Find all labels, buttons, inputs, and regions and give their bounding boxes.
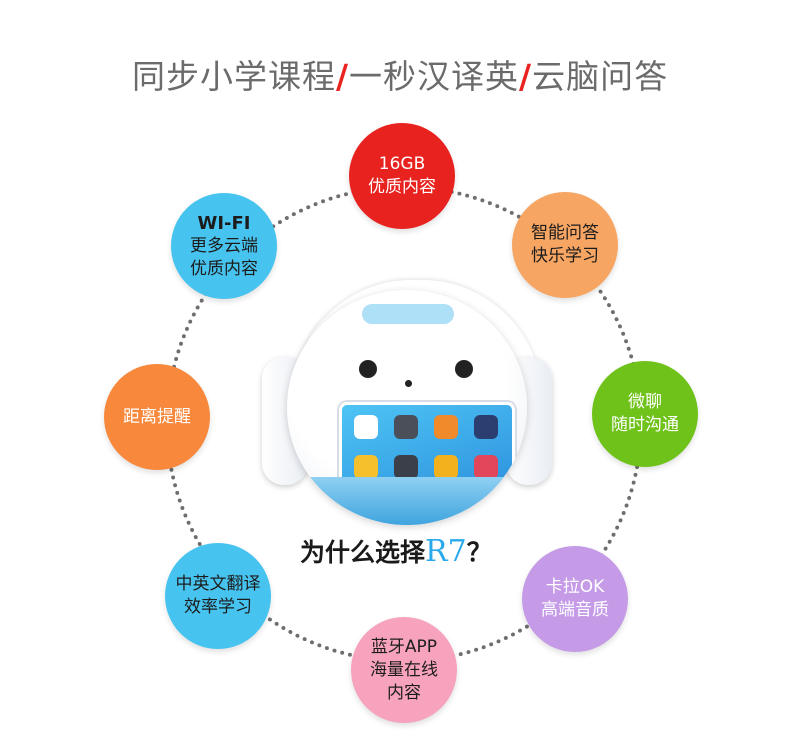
title-part-1: 同步小学课程 — [131, 57, 336, 96]
feature-wechat-line1: 微聊 — [628, 392, 662, 412]
right-eye — [455, 360, 473, 378]
feature-storage-line2: 优质内容 — [368, 177, 436, 197]
feature-karaoke-line2: 高端音质 — [541, 600, 609, 620]
feature-wifi-line2: 更多云端 — [190, 235, 258, 256]
feature-qa-line2: 快乐学习 — [531, 246, 599, 266]
robot-tablet-image — [262, 262, 552, 532]
title-part-2: 一秒汉译英 — [349, 57, 519, 96]
app-icon — [434, 415, 458, 439]
feature-bluetooth-line1: 蓝牙APP — [370, 636, 438, 657]
feature-bluetooth-line2: 海量在线 — [370, 659, 438, 680]
feature-qa-line1: 智能问答 — [531, 223, 599, 243]
feature-reminder-line1: 距离提醒 — [123, 406, 191, 427]
feature-karaoke-line1: 卡拉OK — [545, 577, 605, 597]
feature-wifi-line1: WI-FI — [197, 212, 251, 234]
title-separator-1: / — [335, 57, 349, 96]
feature-bluetooth-line3: 内容 — [387, 682, 421, 703]
app-icon — [394, 415, 418, 439]
app-icon — [394, 455, 418, 479]
feature-wechat-line2: 随时沟通 — [611, 415, 679, 435]
feature-translate-line1: 中英文翻译 — [175, 574, 261, 594]
tagline-model: R7 — [425, 534, 467, 569]
tagline: 为什么选择R7？ — [300, 533, 492, 569]
feature-wifi-line3: 优质内容 — [190, 258, 258, 279]
feature-wechat-bubble: 微聊 随时沟通 — [592, 361, 698, 467]
feature-qa-bubble: 智能问答 快乐学习 — [512, 192, 618, 298]
app-icon — [434, 455, 458, 479]
title-separator-2: / — [519, 57, 533, 96]
robot-base — [287, 477, 527, 525]
feature-translate-line2: 效率学习 — [184, 597, 252, 617]
tagline-text: 为什么选择 — [300, 538, 426, 567]
feature-translate-bubble: 中英文翻译 效率学习 — [165, 543, 271, 649]
feature-storage-bubble: 16GB 优质内容 — [349, 123, 455, 229]
feature-karaoke-bubble: 卡拉OK 高端音质 — [522, 546, 628, 652]
robot-body — [287, 290, 527, 525]
app-icon — [354, 455, 378, 479]
app-icon — [474, 455, 498, 479]
left-eye — [359, 360, 377, 378]
button-strip — [362, 304, 454, 324]
page-title: 同步小学课程/一秒汉译英/云脑问答 — [0, 50, 800, 98]
title-part-3: 云脑问答 — [532, 57, 669, 96]
nose — [405, 380, 412, 387]
feature-storage-line1: 16GB — [378, 154, 426, 174]
feature-wifi-bubble: WI-FI 更多云端 优质内容 — [171, 193, 277, 299]
feature-reminder-bubble: 距离提醒 — [104, 364, 210, 470]
feature-bluetooth-bubble: 蓝牙APP 海量在线 内容 — [351, 617, 457, 723]
app-icon — [474, 415, 498, 439]
tagline-suffix: ？ — [466, 538, 492, 567]
app-icon — [354, 415, 378, 439]
